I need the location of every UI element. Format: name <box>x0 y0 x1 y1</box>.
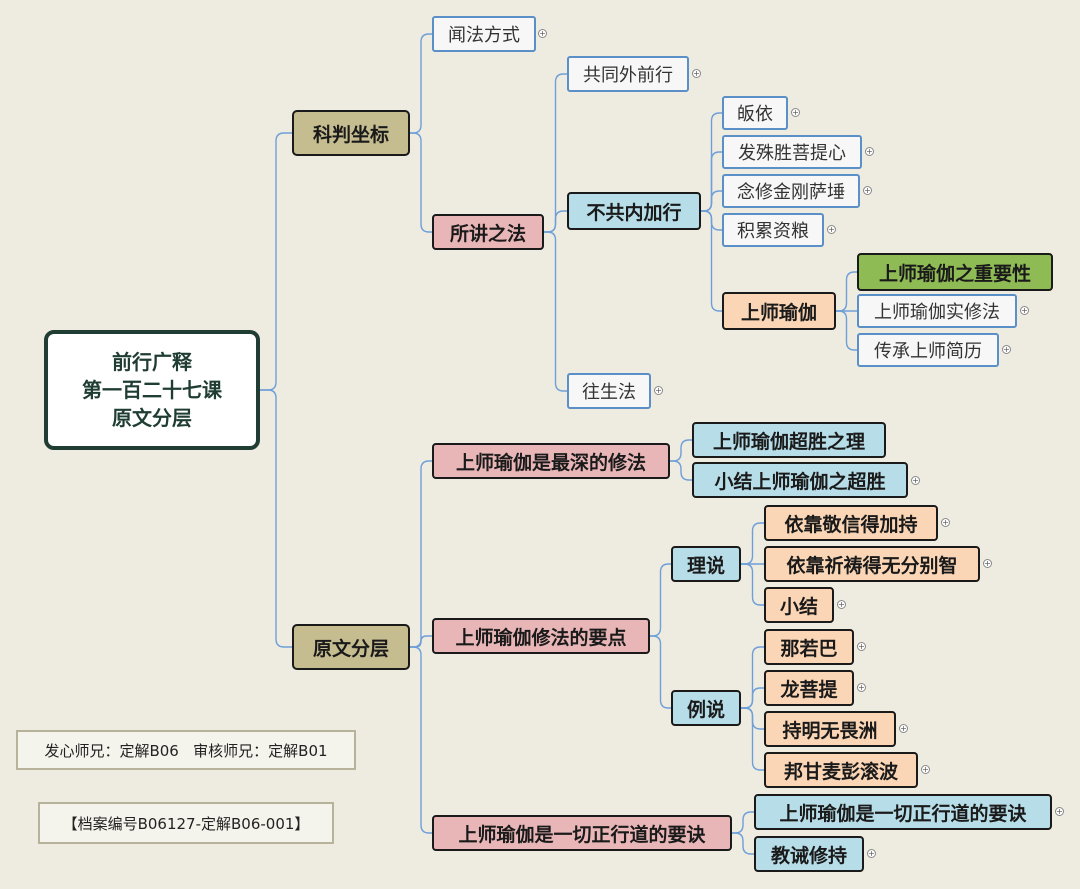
connector-line <box>701 190 722 212</box>
connector-line <box>836 310 857 351</box>
topic-jilei[interactable]: 积累资粮 <box>722 213 824 247</box>
connector-line <box>732 832 754 855</box>
expand-icon[interactable]: + <box>1020 306 1029 315</box>
connector-line <box>544 73 567 233</box>
topic-zuishen[interactable]: 上师瑜伽是最深的修法 <box>432 443 670 479</box>
topic-shixiu[interactable]: 上师瑜伽实修法 <box>857 294 1017 328</box>
expand-icon[interactable]: + <box>538 29 547 38</box>
topic-xiaojie2[interactable]: 小结 <box>764 587 834 623</box>
topic-jiaojie[interactable]: 教诫修持 <box>754 836 864 872</box>
topic-shangshi[interactable]: 上师瑜伽 <box>722 292 836 330</box>
topic-yiqie[interactable]: 上师瑜伽是一切正行道的要诀 <box>432 815 732 851</box>
topic-chiming[interactable]: 持明无畏洲 <box>764 711 896 747</box>
topic-wangsheng[interactable]: 往生法 <box>567 373 651 409</box>
expand-icon[interactable]: + <box>865 147 874 156</box>
expand-icon[interactable]: + <box>863 186 872 195</box>
connector-line <box>670 460 692 481</box>
expand-icon[interactable]: + <box>867 849 876 858</box>
expand-icon[interactable]: + <box>983 559 992 568</box>
expand-icon[interactable]: + <box>1002 345 1011 354</box>
topic-chuancheng[interactable]: 传承上师简历 <box>857 333 999 367</box>
expand-icon[interactable]: + <box>1055 807 1064 816</box>
topic-lishuo2[interactable]: 例说 <box>671 690 741 726</box>
root-title-line3: 原文分层 <box>112 406 192 430</box>
connector-line <box>410 646 432 834</box>
connector-line <box>741 563 764 606</box>
connector-line <box>670 439 692 462</box>
connector-line <box>410 33 432 134</box>
expand-icon[interactable]: + <box>921 765 930 774</box>
root-title-line1: 前行广释 <box>112 350 192 374</box>
connector-line <box>836 271 857 312</box>
topic-lishuo[interactable]: 理说 <box>671 546 741 582</box>
connector-line <box>544 210 567 233</box>
topic-bugong[interactable]: 不共内加行 <box>567 192 701 230</box>
connector-line <box>741 707 764 771</box>
topic-yiqie2[interactable]: 上师瑜伽是一切正行道的要诀 <box>754 794 1052 830</box>
root-topic[interactable]: 前行广释 第一百二十七课 原文分层 <box>44 330 260 450</box>
connector-line <box>650 563 671 637</box>
topic-guiyi[interactable]: 皈依 <box>722 96 788 130</box>
expand-icon[interactable]: + <box>791 108 800 117</box>
expand-icon[interactable]: + <box>941 518 950 527</box>
expand-icon[interactable]: + <box>899 724 908 733</box>
topic-wenfa[interactable]: 闻法方式 <box>432 16 536 52</box>
connector-line <box>701 210 722 312</box>
connector-line <box>741 687 764 709</box>
topic-banggan[interactable]: 邦甘麦彭滚波 <box>764 752 918 788</box>
expand-icon[interactable]: + <box>837 600 846 609</box>
topic-zhongyao[interactable]: 上师瑜伽之重要性 <box>857 253 1053 291</box>
connector-line <box>732 811 754 834</box>
topic-fafa[interactable]: 发殊胜菩提心 <box>722 135 862 169</box>
topic-yaodian[interactable]: 上师瑜伽修法的要点 <box>432 618 650 654</box>
topic-naruoba[interactable]: 那若巴 <box>764 629 854 665</box>
topic-yikao1[interactable]: 依靠敬信得加持 <box>764 505 938 541</box>
topic-yikao2[interactable]: 依靠祈祷得无分别智 <box>764 546 980 582</box>
connector-line <box>741 522 764 565</box>
connector-line <box>410 635 432 648</box>
connector-line <box>410 460 432 648</box>
credits-note: 发心师兄：定解B06 审核师兄：定解B01 <box>16 730 356 770</box>
topic-yuanwen[interactable]: 原文分层 <box>292 624 410 670</box>
expand-icon[interactable]: + <box>911 476 920 485</box>
topic-chaosheng[interactable]: 上师瑜伽超胜之理 <box>692 422 886 458</box>
root-title-line2: 第一百二十七课 <box>82 378 222 402</box>
expand-icon[interactable]: + <box>857 642 866 651</box>
expand-icon[interactable]: + <box>692 69 701 78</box>
topic-longshu[interactable]: 龙菩提 <box>764 670 854 706</box>
expand-icon[interactable]: + <box>857 683 866 692</box>
topic-gongtong[interactable]: 共同外前行 <box>567 56 689 92</box>
topic-kepan[interactable]: 科判坐标 <box>292 110 410 156</box>
connector-line <box>410 132 432 233</box>
topic-suojiang[interactable]: 所讲之法 <box>432 214 544 250</box>
connector-line <box>544 231 567 392</box>
archive-note: 【档案编号B06127-定解B06-001】 <box>38 802 334 844</box>
connector-line <box>260 132 292 391</box>
topic-xiaojie1[interactable]: 小结上师瑜伽之超胜 <box>692 462 908 498</box>
connector-line <box>260 389 292 648</box>
connector-line <box>650 635 671 709</box>
topic-nianxiu[interactable]: 念修金刚萨埵 <box>722 174 860 208</box>
expand-icon[interactable]: + <box>654 386 663 395</box>
expand-icon[interactable]: + <box>827 225 836 234</box>
